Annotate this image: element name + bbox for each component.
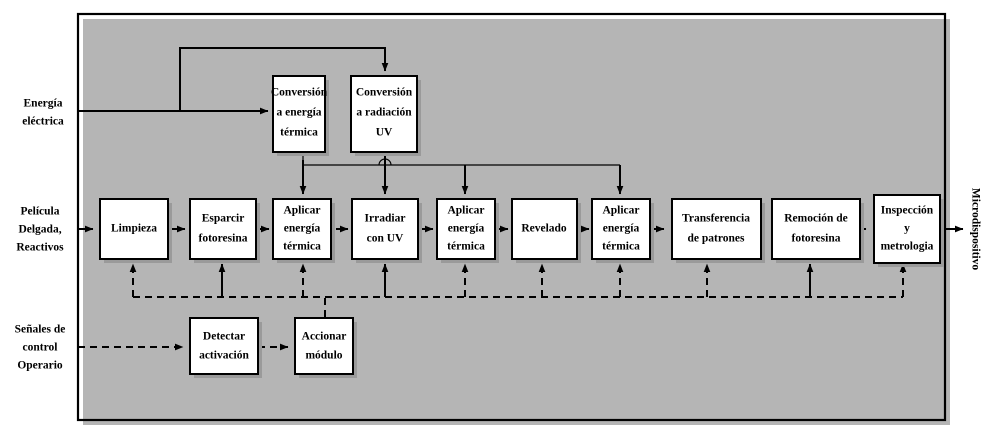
block-accionar-line-1: módulo — [305, 350, 342, 362]
system-boundary — [76, 12, 947, 422]
input-energia-line-1: eléctrica — [22, 116, 64, 128]
block-conv-termica[interactable]: Conversión a energía térmica — [271, 75, 329, 156]
input-label-energia-electrica: Energía eléctrica — [22, 98, 64, 128]
block-conv-uv-line-1: a radiación — [356, 107, 412, 119]
block-inspeccion-line-1: y — [904, 223, 910, 235]
input-pelicula-line-0: Película — [21, 206, 60, 218]
block-aplicar-3[interactable]: Aplicar energía térmica — [591, 198, 654, 263]
block-accionar-line-0: Accionar — [302, 331, 347, 343]
block-inspeccion-line-2: metrologia — [881, 241, 934, 253]
block-remocion[interactable]: Remoción de fotoresina — [771, 198, 864, 263]
block-transferencia[interactable]: Transferencia de patrones — [671, 198, 765, 263]
output-label-microdispositivo: Microdispositivo — [969, 188, 981, 270]
block-aplicar-2-line-1: energía — [448, 223, 485, 235]
input-pelicula-line-1: Delgada, — [18, 224, 61, 236]
block-detectar-line-0: Detectar — [203, 331, 245, 343]
block-aplicar-1-line-0: Aplicar — [283, 205, 320, 217]
block-irradiar-line-0: Irradiar — [365, 213, 406, 225]
input-label-senales-control: Señales de control Operario — [15, 324, 66, 372]
block-conv-uv[interactable]: Conversión a radiación UV — [350, 75, 421, 156]
block-aplicar-1-line-1: energía — [284, 223, 321, 235]
input-energia-line-0: Energía — [24, 98, 63, 110]
block-detectar[interactable]: Detectar activación — [189, 317, 262, 378]
block-esparcir[interactable]: Esparcir fotoresina — [189, 198, 260, 263]
block-inspeccion-line-0: Inspección — [881, 205, 934, 217]
block-remocion-line-1: fotoresina — [792, 233, 841, 245]
block-irradiar[interactable]: Irradiar con UV — [351, 198, 422, 263]
block-aplicar-2-line-0: Aplicar — [447, 205, 484, 217]
block-aplicar-3-line-0: Aplicar — [602, 205, 639, 217]
block-revelado-line-0: Revelado — [521, 223, 567, 235]
input-senales-line-2: Operario — [17, 360, 63, 372]
block-remocion-line-0: Remoción de — [784, 213, 848, 225]
block-inspeccion[interactable]: Inspección y metrologia — [873, 194, 944, 267]
block-revelado[interactable]: Revelado — [511, 198, 581, 263]
block-aplicar-1[interactable]: Aplicar energía térmica — [272, 198, 335, 263]
block-limpieza-line-0: Limpieza — [111, 223, 157, 235]
block-transferencia-line-0: Transferencia — [682, 213, 750, 225]
input-senales-line-1: control — [23, 342, 58, 354]
block-detectar-line-1: activación — [199, 350, 249, 362]
block-accionar[interactable]: Accionar módulo — [294, 317, 357, 378]
block-aplicar-3-line-1: energía — [603, 223, 640, 235]
block-limpieza[interactable]: Limpieza — [99, 198, 172, 263]
block-conv-termica-line-2: térmica — [280, 127, 318, 139]
block-conv-termica-line-1: a energía — [276, 107, 321, 119]
input-senales-line-0: Señales de — [15, 324, 66, 336]
input-label-pelicula: Película Delgada, Reactivos — [16, 206, 64, 254]
block-transferencia-line-1: de patrones — [688, 233, 745, 245]
block-aplicar-3-line-2: térmica — [602, 241, 640, 253]
block-esparcir-line-1: fotoresina — [199, 233, 248, 245]
block-conv-uv-line-2: UV — [376, 127, 393, 139]
block-conv-uv-line-0: Conversión — [356, 87, 413, 99]
block-aplicar-2-line-2: térmica — [447, 241, 485, 253]
input-pelicula-line-2: Reactivos — [16, 242, 64, 254]
block-aplicar-1-line-2: térmica — [283, 241, 321, 253]
block-esparcir-line-0: Esparcir — [202, 213, 245, 225]
block-aplicar-2[interactable]: Aplicar energía térmica — [436, 198, 499, 263]
edge-energia-to-conv-uv — [179, 47, 389, 111]
block-irradiar-line-1: con UV — [367, 233, 404, 245]
block-conv-termica-line-0: Conversión — [271, 87, 328, 99]
